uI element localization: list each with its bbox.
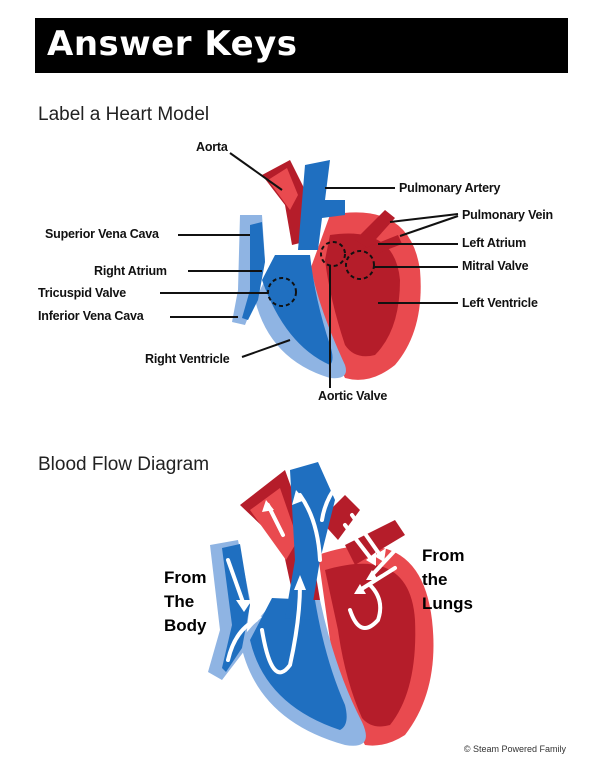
aorta-pointer xyxy=(229,152,283,191)
label-mitral-valve: Mitral Valve xyxy=(462,259,529,273)
label-from-the-body: From The Body xyxy=(164,568,207,635)
label-aortic-valve: Aortic Valve xyxy=(318,389,388,403)
pulmonary-vein-shape xyxy=(355,210,395,248)
label-tricuspid-valve: Tricuspid Valve xyxy=(38,286,127,300)
label-aorta: Aorta xyxy=(196,140,228,154)
blood-flow-heart xyxy=(208,462,434,746)
section-title-blood-flow: Blood Flow Diagram xyxy=(38,454,210,475)
label-pulmonary-vein: Pulmonary Vein xyxy=(462,208,553,222)
mitral-valve-circle xyxy=(345,250,375,280)
label-right-atrium: Right Atrium xyxy=(94,264,167,278)
label-from-the-lungs: From the Lungs xyxy=(422,546,473,613)
left-ventricle-inner xyxy=(325,233,400,357)
right-ventricle-pointer xyxy=(241,339,291,358)
page-title: Answer Keys xyxy=(47,24,298,64)
pulmonary-vein-pointer-2 xyxy=(399,215,459,237)
label-left-atrium: Left Atrium xyxy=(462,236,526,250)
label-inferior-vena-cava: Inferior Vena Cava xyxy=(38,309,144,323)
section-title-label-heart: Label a Heart Model xyxy=(38,104,210,125)
label-left-ventricle: Left Ventricle xyxy=(462,296,538,310)
pulmonary-artery-shape xyxy=(298,160,345,250)
label-pulmonary-artery: Pulmonary Artery xyxy=(399,181,501,195)
label-right-ventricle: Right Ventricle xyxy=(145,352,230,366)
pulmonary-vein-pointer-1 xyxy=(389,213,459,223)
label-superior-vena-cava: Superior Vena Cava xyxy=(45,227,159,241)
copyright-notice: © Steam Powered Family xyxy=(463,744,566,754)
aortic-valve-circle xyxy=(320,241,346,267)
header-bar: Answer Keys xyxy=(35,18,568,73)
